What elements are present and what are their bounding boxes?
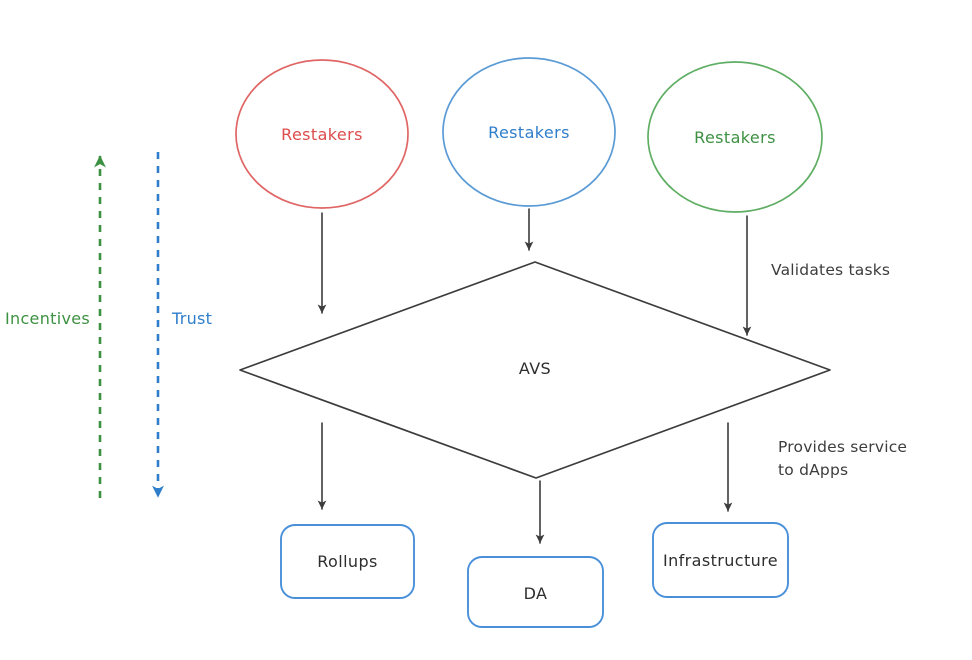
- infrastructure-box-shape: [652, 522, 789, 598]
- node-restakers-blue[interactable]: Restakers: [442, 57, 616, 207]
- restakers-red-circle-shape: [235, 59, 409, 209]
- restakers-blue-circle-shape: [442, 57, 616, 207]
- trust-label: Trust: [171, 309, 212, 328]
- restakers-green-circle-shape: [647, 61, 823, 213]
- node-da[interactable]: DA: [467, 556, 604, 628]
- restakers-blue-label: Restakers: [488, 123, 570, 142]
- rollups-label: Rollups: [317, 552, 378, 571]
- node-rollups[interactable]: Rollups: [280, 524, 415, 599]
- infrastructure-label: Infrastructure: [663, 551, 778, 570]
- edge-label-provides-service-line2: to dApps: [778, 461, 848, 479]
- flow-axis-incentives: Incentives: [5, 155, 106, 498]
- node-infrastructure[interactable]: Infrastructure: [652, 522, 789, 598]
- restakers-green-label: Restakers: [694, 128, 776, 147]
- edge-label-validates-tasks: Validates tasks: [771, 261, 890, 279]
- node-restakers-green[interactable]: Restakers: [647, 61, 823, 213]
- incentives-label: Incentives: [5, 309, 90, 328]
- avs-diamond-shape: [239, 261, 831, 479]
- da-box-shape: [467, 556, 604, 628]
- avs-label: AVS: [519, 359, 551, 378]
- edge-label-provides-service-line1: Provides service: [778, 438, 907, 456]
- flow-axis-trust: Trust: [152, 152, 212, 498]
- node-avs[interactable]: AVS: [239, 261, 831, 479]
- node-restakers-red[interactable]: Restakers: [235, 59, 409, 209]
- rollups-box-shape: [280, 524, 415, 599]
- restakers-red-label: Restakers: [281, 125, 363, 144]
- da-label: DA: [524, 584, 548, 603]
